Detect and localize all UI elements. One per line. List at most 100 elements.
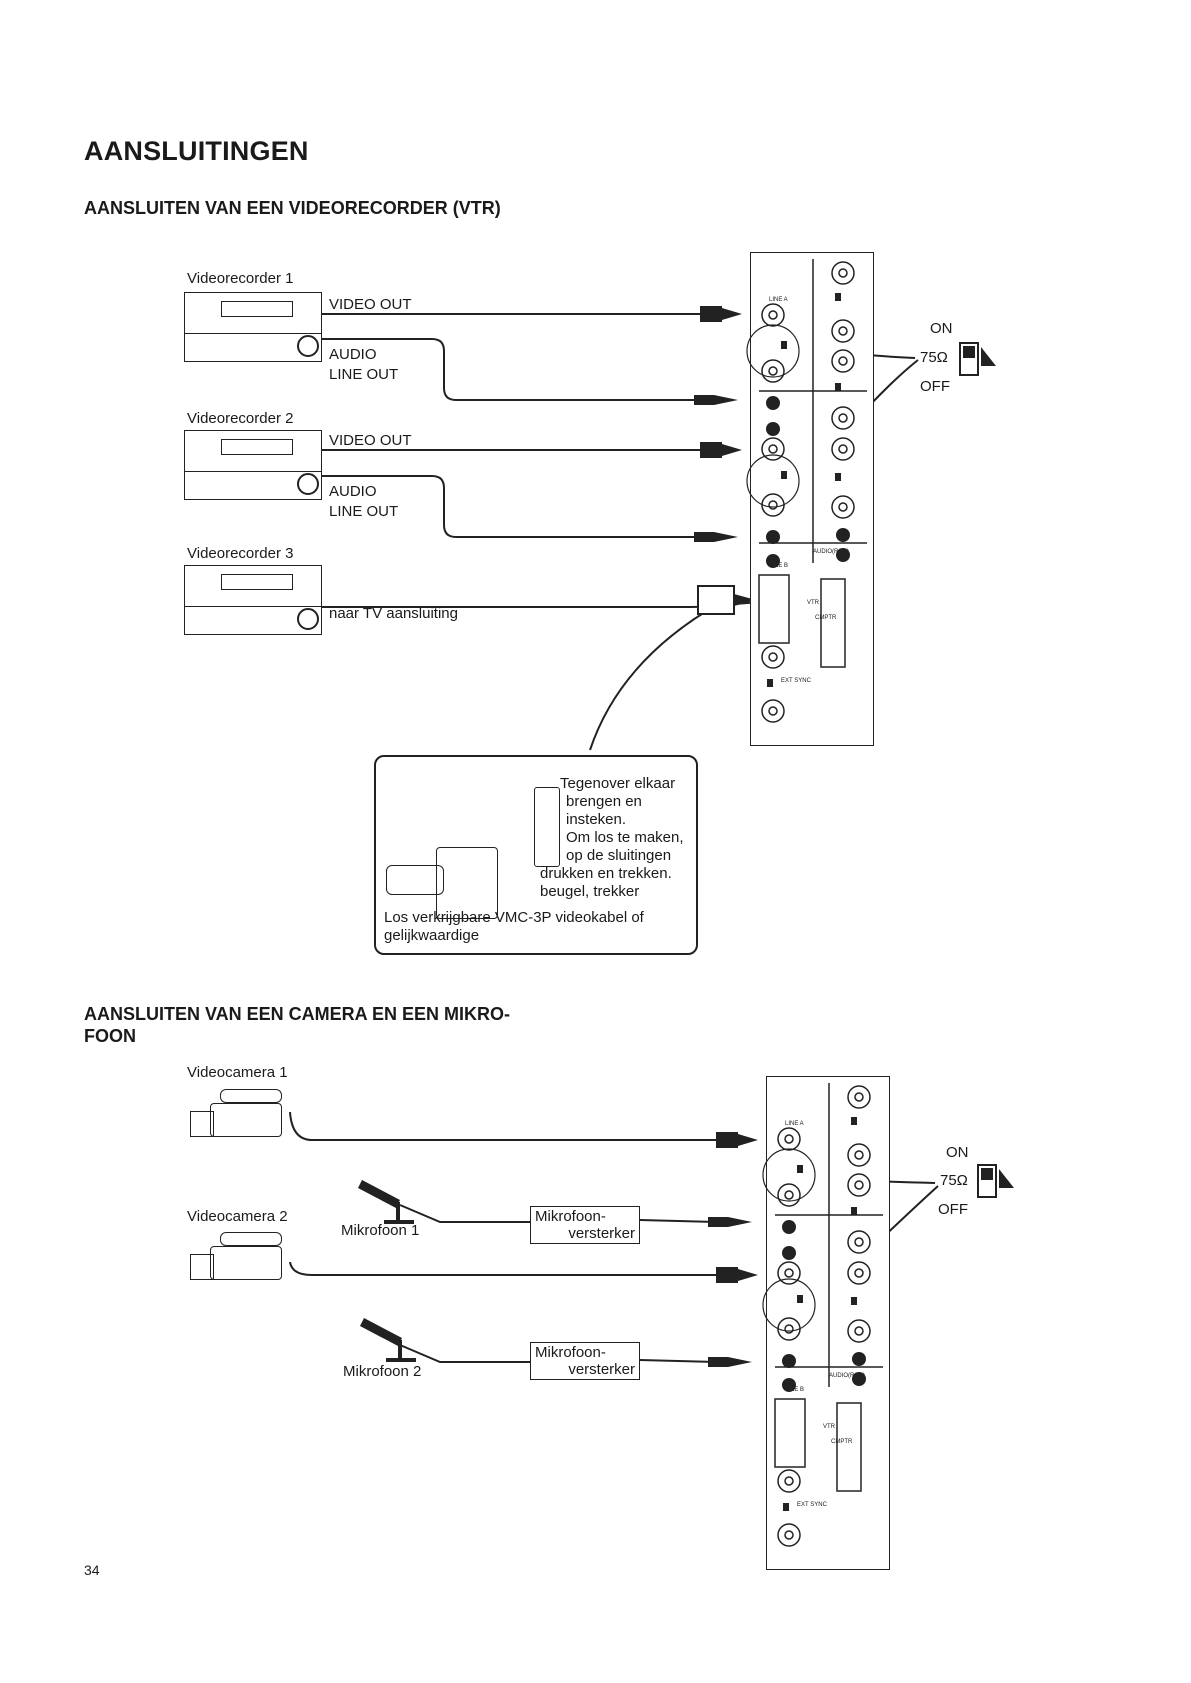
panel-label-line-b: LINE B xyxy=(769,563,789,569)
videorecorder-3 xyxy=(184,565,322,635)
amp-1-line-2: versterker xyxy=(568,1225,635,1242)
amp-2-cable xyxy=(639,1359,717,1363)
audio-label-2: AUDIO xyxy=(329,483,377,500)
tv-connection-label: naar TV aansluiting xyxy=(329,605,458,622)
arrow-4 xyxy=(714,532,738,542)
mic-2-label: Mikrofoon 2 xyxy=(343,1363,422,1380)
mic-amplifier-1: Mikrofoon- versterker xyxy=(530,1206,640,1244)
rca-plug-2 xyxy=(694,532,714,542)
section-heading-camera-line-1: AANSLUITEN VAN EEN CAMERA EN EEN MIKRO- xyxy=(84,1004,511,1024)
rear-panel-top: LINE A LINE B VTR CMPTR EXT SYNC AUDIO(R… xyxy=(746,252,874,746)
mic-amplifier-2: Mikrofoon- versterker xyxy=(530,1342,640,1380)
rear-panel-bottom-svg xyxy=(762,1083,883,1547)
camera-1-cable xyxy=(289,1111,716,1141)
panel-label-audio-rgb: AUDIO(RGB) xyxy=(813,549,849,555)
camera-2-cable xyxy=(289,1261,716,1276)
mic-1-body xyxy=(358,1180,400,1208)
bnc-plug-1 xyxy=(700,306,722,322)
inset-caption-1: Los verkrijgbare VMC-3P videokabel of xyxy=(384,909,644,926)
amp-1-line-1: Mikrofoon- xyxy=(535,1208,606,1225)
rca-plug-1 xyxy=(694,395,714,405)
vcr-knob xyxy=(297,608,319,630)
audio-cable-1 xyxy=(320,338,700,401)
vcr-display xyxy=(221,574,293,590)
amp-2-line-1: Mikrofoon- xyxy=(535,1344,606,1361)
mic-2-cable xyxy=(399,1344,530,1363)
inset-caption-2: gelijkwaardige xyxy=(384,927,480,944)
mic-2-body xyxy=(360,1318,402,1346)
recorder-1-label: Videorecorder 1 xyxy=(187,270,294,287)
switch-arrow-1 xyxy=(981,347,996,366)
switch-arrow-2 xyxy=(999,1169,1014,1188)
audio-cable-2 xyxy=(320,475,700,538)
switch-knob-2 xyxy=(981,1168,993,1180)
rear-panel-top-svg xyxy=(746,259,867,723)
camera-2-label: Videocamera 2 xyxy=(187,1208,288,1225)
line-out-label-2: LINE OUT xyxy=(329,503,399,520)
section-heading-vtr: AANSLUITEN VAN EEN VIDEORECORDER (VTR) xyxy=(84,198,501,218)
panel-label-audio-rgb: AUDIO(RGB) xyxy=(829,1373,865,1379)
videorecorder-1 xyxy=(184,292,322,362)
vcr-display xyxy=(221,439,293,455)
vmc-cable xyxy=(589,602,721,751)
switch-on-label-2: ON xyxy=(946,1144,969,1161)
connector-illustration xyxy=(534,787,560,867)
inset-line-3: insteken. xyxy=(566,811,627,828)
videorecorder-2 xyxy=(184,430,322,500)
amp-2-line-2: versterker xyxy=(568,1361,635,1378)
arrow-1 xyxy=(722,308,742,320)
switch-on-label: ON xyxy=(930,320,953,337)
arrow-5 xyxy=(734,594,756,606)
switch-ohm-label: 75Ω xyxy=(920,349,948,366)
inset-line-1: Tegenover elkaar xyxy=(560,775,676,792)
amp-1-cable xyxy=(639,1219,717,1223)
switch-off-label: OFF xyxy=(920,378,950,395)
mic-1-cable xyxy=(399,1204,530,1223)
panel-label-line-a: LINE A xyxy=(785,1121,804,1127)
switch-knob-1 xyxy=(963,346,975,358)
panel-label-vtr: VTR xyxy=(807,600,819,606)
cable-illustration xyxy=(386,865,444,895)
panel-label-line-b: LINE B xyxy=(785,1387,805,1393)
inset-line-6: drukken en trekken. xyxy=(540,865,672,882)
section-heading-camera: AANSLUITEN VAN EEN CAMERA EN EEN MIKRO- … xyxy=(84,1003,510,1047)
switch-off-label-2: OFF xyxy=(938,1201,968,1218)
video-out-label-1: VIDEO OUT xyxy=(329,296,412,313)
page-number: 34 xyxy=(84,1562,100,1578)
panel-label-line-a: LINE A xyxy=(769,297,788,303)
camera-1-label: Videocamera 1 xyxy=(187,1064,288,1081)
page-title: AANSLUITINGEN xyxy=(84,136,309,166)
section-heading-camera-line-2: FOON xyxy=(84,1026,136,1046)
inset-line-4: Om los te maken, xyxy=(566,829,684,846)
recorder-3-label: Videorecorder 3 xyxy=(187,545,294,562)
panel-label-cmptr: CMPTR xyxy=(831,1439,853,1445)
inset-line-7: beugel, trekker xyxy=(540,883,640,900)
switch-ohm-label-2: 75Ω xyxy=(940,1172,968,1189)
vcr-display xyxy=(221,301,293,317)
panel-label-ext-sync: EXT SYNC xyxy=(797,1502,827,1508)
cable-inset-box: Tegenover elkaar brengen en insteken. Om… xyxy=(374,755,698,955)
panel-label-vtr: VTR xyxy=(823,1424,835,1430)
arrow-3 xyxy=(714,395,738,405)
bnc-plug-2 xyxy=(700,442,722,458)
inset-line-5: op de sluitingen xyxy=(566,847,672,864)
plug-illustration xyxy=(436,847,498,919)
inset-line-2: brengen en xyxy=(566,793,642,810)
rear-panel-bottom: LINE A LINE B VTR CMPTR EXT SYNC AUDIO(R… xyxy=(762,1076,890,1570)
arrow-2 xyxy=(722,444,742,456)
video-out-label-2: VIDEO OUT xyxy=(329,432,412,449)
recorder-2-label: Videorecorder 2 xyxy=(187,410,294,427)
audio-label-1: AUDIO xyxy=(329,346,377,363)
line-out-label-1: LINE OUT xyxy=(329,366,399,383)
vcr-knob xyxy=(297,473,319,495)
videocamera-1 xyxy=(190,1085,300,1145)
panel-label-cmptr: CMPTR xyxy=(815,615,837,621)
vcr-knob xyxy=(297,335,319,357)
mic-1-label: Mikrofoon 1 xyxy=(341,1222,420,1239)
panel-label-ext-sync: EXT SYNC xyxy=(781,678,811,684)
videocamera-2 xyxy=(190,1228,300,1288)
